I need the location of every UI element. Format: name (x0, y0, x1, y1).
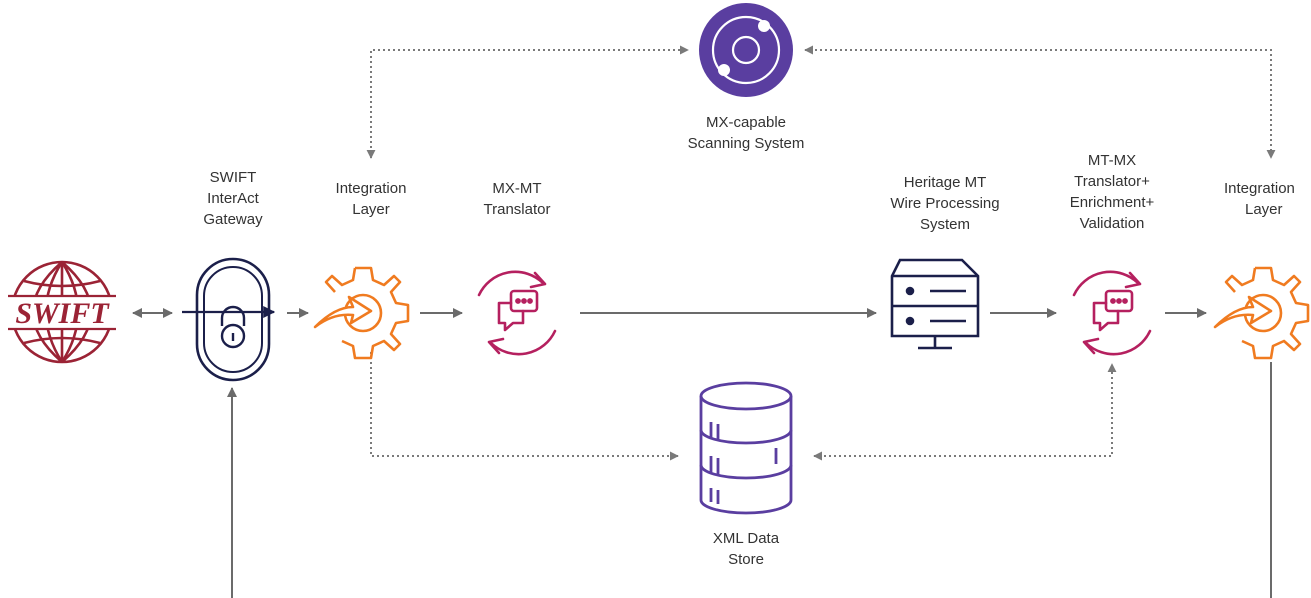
gateway-label: SWIFT InterAct Gateway (203, 169, 263, 228)
solid-connectors (132, 308, 1272, 598)
gear-arrow-icon-left (313, 266, 410, 360)
integration-right-label: Integration Layer (1224, 180, 1295, 218)
dotted-scanning-integration-right (804, 45, 1276, 159)
swift-globe-logo (8, 260, 116, 364)
lock-gateway-icon (182, 257, 276, 382)
server-monitor-icon (890, 258, 980, 350)
gear-arrow-icon-right (1213, 266, 1310, 360)
dotted-integration-xml (370, 352, 679, 461)
mtmx-label: MT-MX Translator+ Enrichment+ Validation (1069, 152, 1155, 232)
translator-chat-icon-mxmt (477, 270, 557, 356)
mxmt-label: MX-MT Translator (483, 180, 551, 218)
integration-left-label: Integration Layer (335, 180, 407, 218)
dotted-xml-mtmx (813, 363, 1117, 461)
translator-chat-icon-mtmx (1072, 270, 1152, 356)
xml-store-label: XML Data Store (712, 530, 780, 568)
dotted-integration-scanning (366, 45, 689, 159)
heritage-label: Heritage MT Wire Processing System (890, 174, 1000, 233)
scanning-label: MX-capable Scanning System (687, 114, 805, 152)
swift-logo-text: SWIFT (15, 297, 110, 330)
dotted-connectors (366, 45, 1276, 461)
database-icon (699, 381, 793, 515)
orbit-scanner-icon (699, 3, 793, 97)
